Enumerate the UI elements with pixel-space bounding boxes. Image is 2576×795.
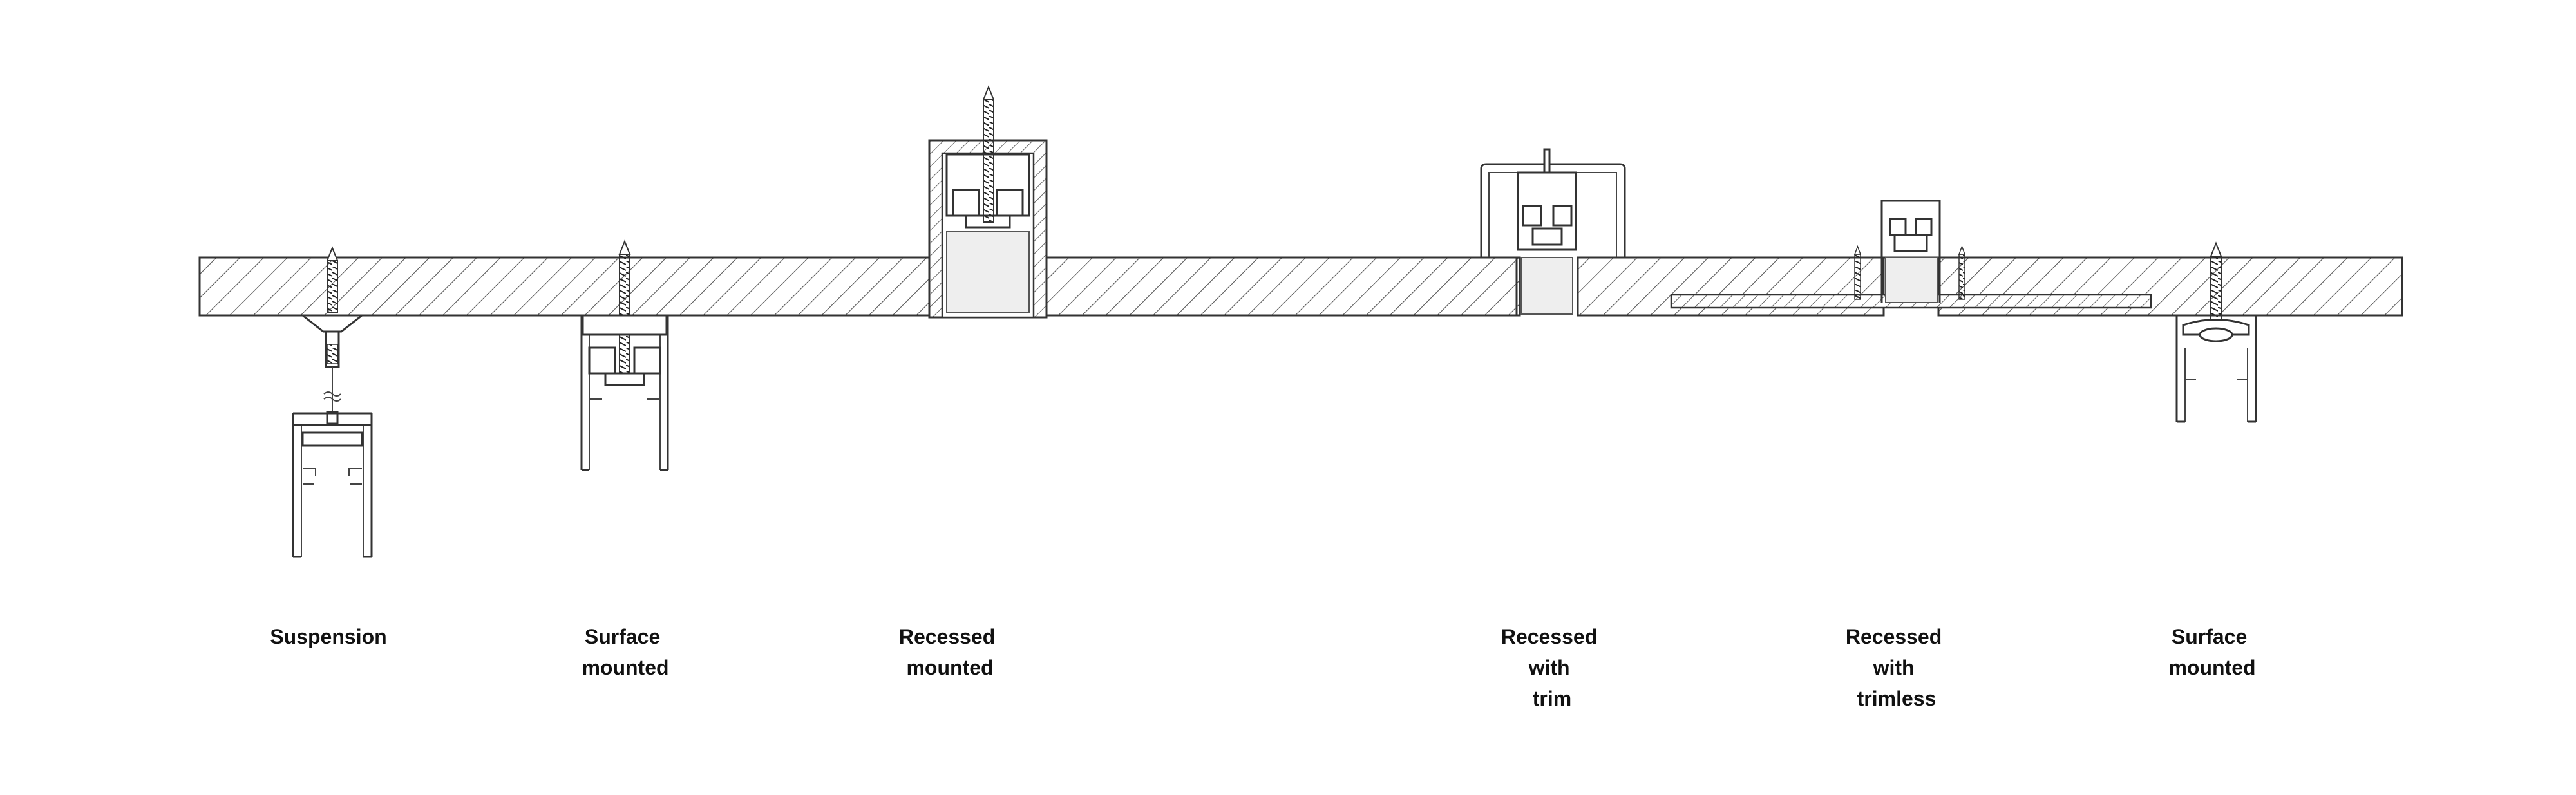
screw-icon xyxy=(326,246,339,313)
label-recessed-with-trimless: Recessed with trimless xyxy=(1846,625,1947,710)
screw-icon xyxy=(1853,245,1862,300)
surface-mounted-clip-fixture xyxy=(2175,241,2257,423)
label-recessed-with-trim: Recessed with trim xyxy=(1501,625,1603,710)
label-suspension: Suspension xyxy=(270,625,386,648)
recessed-trimless-fixture xyxy=(1853,200,1966,303)
screw-icon xyxy=(1958,245,1966,300)
screw-icon xyxy=(2210,241,2222,331)
suspension-fixture xyxy=(292,246,373,558)
label-surface-mounted-1: Surface mounted xyxy=(582,625,668,679)
recessed-with-trim-fixture xyxy=(1480,148,1626,315)
label-recessed-mounted: Recessed mounted xyxy=(899,625,1001,679)
label-surface-mounted-2: Surface mounted xyxy=(2168,625,2255,679)
ceiling-slab xyxy=(198,256,2403,317)
recessed-mounted-fixture xyxy=(928,85,1048,319)
surface-mounted-fixture xyxy=(580,239,669,471)
screw-icon xyxy=(618,239,631,374)
screw-icon xyxy=(982,85,995,223)
labels: Suspension Surface mounted Recessed moun… xyxy=(270,625,2255,710)
